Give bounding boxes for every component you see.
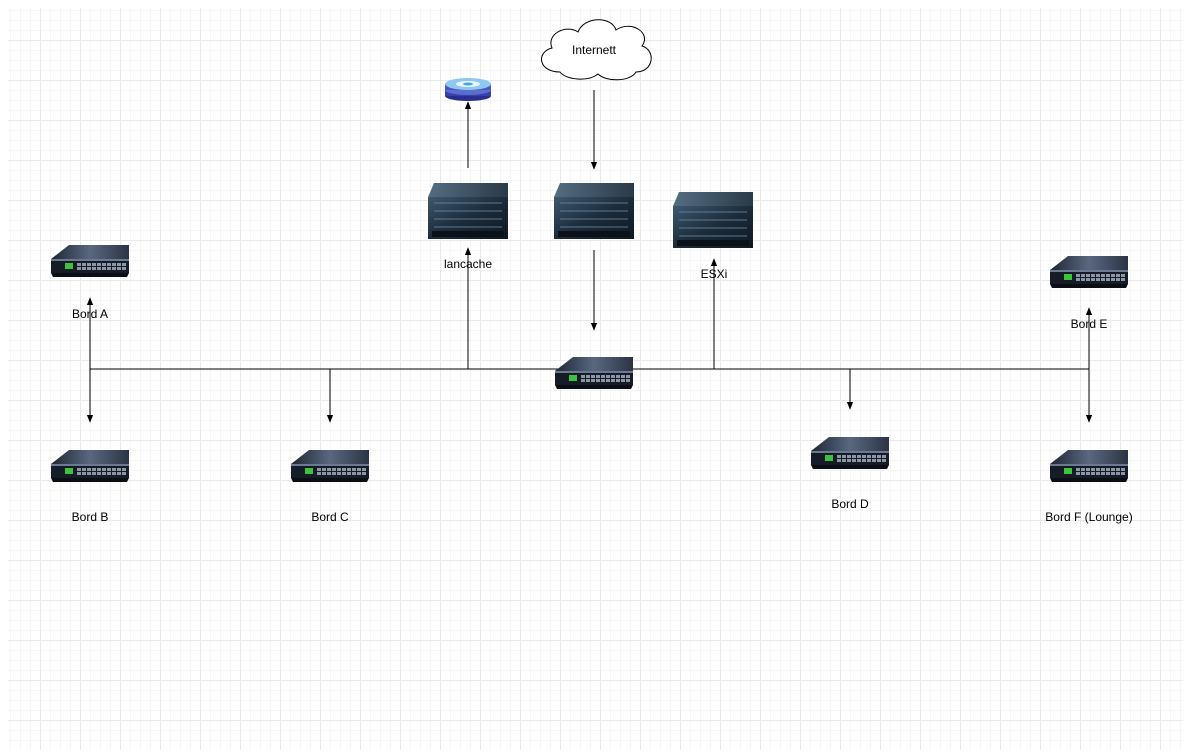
bord-b-label: Bord B bbox=[71, 510, 109, 524]
bord-a-label: Bord A bbox=[71, 307, 109, 321]
bord-c-label: Bord C bbox=[311, 510, 349, 524]
server-icon-esxi bbox=[672, 191, 754, 249]
internet-label: Internett bbox=[571, 43, 617, 57]
switch-icon-bord-e bbox=[1050, 256, 1128, 288]
disk-icon bbox=[445, 78, 491, 101]
server-icon-lancache bbox=[427, 182, 509, 240]
switch-icon-bord-c bbox=[291, 450, 369, 482]
switch-icon-bord-d bbox=[811, 437, 889, 469]
switch-icon-core bbox=[555, 357, 633, 389]
esxi-label: ESXi bbox=[700, 267, 728, 281]
cloud-icon bbox=[541, 19, 652, 81]
bord-d-label: Bord D bbox=[831, 497, 869, 511]
lancache-label: lancache bbox=[443, 257, 493, 271]
switch-icon-bord-a bbox=[51, 245, 129, 277]
bord-f-label: Bord F (Lounge) bbox=[1045, 510, 1133, 524]
bord-e-label: Bord E bbox=[1070, 317, 1108, 331]
switch-icon-bord-b bbox=[51, 450, 129, 482]
switch-icon-bord-f bbox=[1050, 450, 1128, 482]
server-icon-router bbox=[553, 182, 635, 240]
